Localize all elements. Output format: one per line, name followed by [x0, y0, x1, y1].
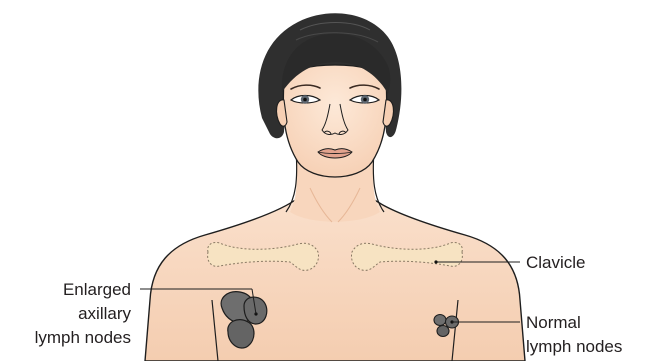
label-clavicle: Clavicle — [526, 253, 586, 272]
label-enlarged-line3: lymph nodes — [35, 328, 131, 347]
label-enlarged-line2: axillary — [78, 304, 131, 323]
label-normal-line1: Normal — [526, 313, 581, 332]
label-enlarged-line1: Enlarged — [63, 280, 131, 299]
label-normal-line2: lymph nodes — [526, 337, 622, 356]
face — [283, 65, 386, 177]
